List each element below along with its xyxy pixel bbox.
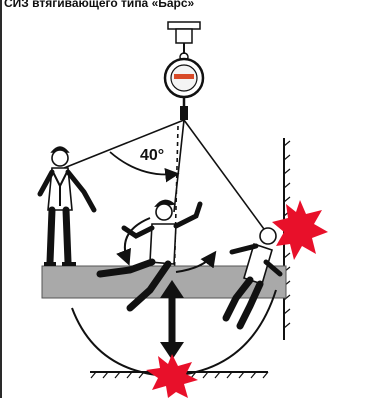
rotation-arrow-left xyxy=(125,218,150,262)
angle-label: 40° xyxy=(140,147,164,164)
impact-burst-ground-icon xyxy=(146,354,198,398)
worker-standing-icon xyxy=(40,147,94,264)
self-retracting-lifeline-icon xyxy=(165,59,203,120)
left-frame-border xyxy=(0,0,2,398)
ceiling-anchor xyxy=(168,22,200,61)
impact-burst-wall-icon xyxy=(272,200,328,260)
device-label xyxy=(174,74,194,79)
